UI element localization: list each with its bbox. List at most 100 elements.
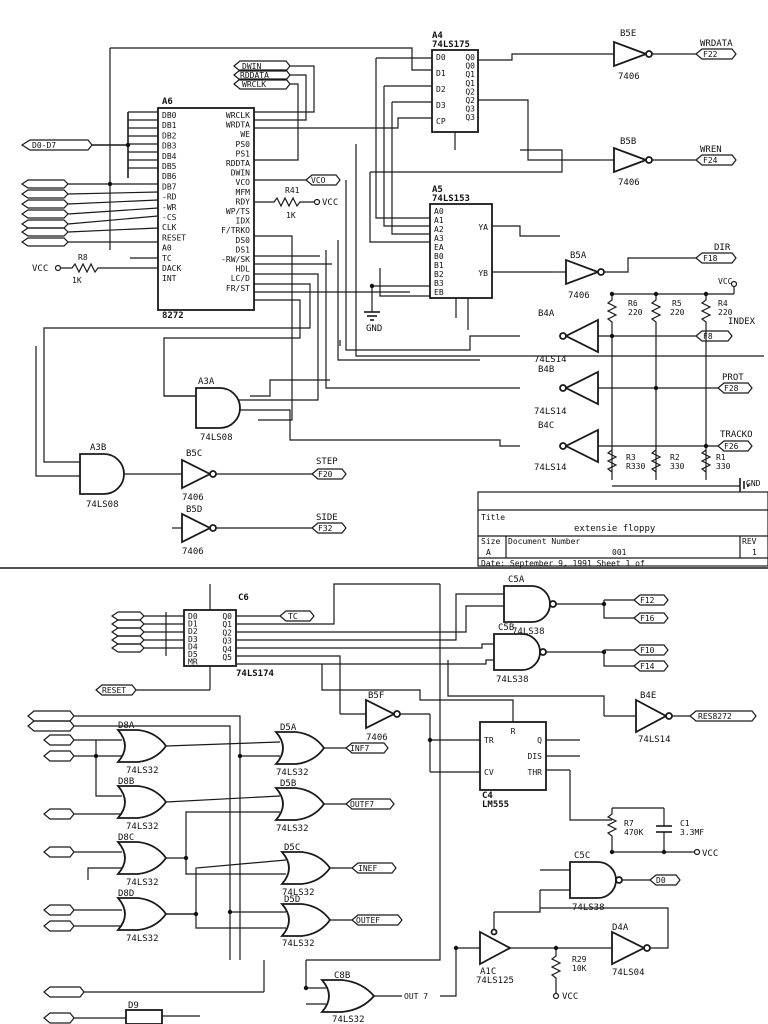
pin-label: D2 bbox=[188, 627, 198, 636]
gate-a1c: A1C 74LS125 bbox=[456, 890, 612, 986]
gate-b4a: B4A 74LS14 F8 INDEX bbox=[534, 309, 756, 365]
pin-label: D5 bbox=[188, 650, 198, 659]
junction-dot bbox=[553, 945, 559, 951]
gate-d8b: D8B 74LS32 bbox=[116, 777, 168, 832]
pin-label: Q1 bbox=[465, 70, 475, 79]
gate-b4e: B4E 74LS14 RES8272 bbox=[604, 691, 757, 745]
gate-a3a: A3A 74LS08 bbox=[164, 377, 258, 443]
r4-ref: R4 bbox=[718, 299, 728, 308]
r2-value: 330 bbox=[670, 462, 685, 471]
chip-c4-ref: C4 bbox=[482, 791, 493, 801]
chip-a5-ref: A5 bbox=[432, 185, 443, 195]
gate-b4a-part: 74LS14 bbox=[534, 355, 567, 365]
title-label: Title bbox=[481, 513, 505, 522]
gate-d5d-ref: D5D bbox=[284, 895, 300, 905]
side-pin: F32 bbox=[318, 524, 333, 533]
r8-vcc-label: VCC bbox=[32, 264, 48, 274]
gate-a3b-part: 74LS08 bbox=[86, 500, 119, 510]
pin-label: WP/TS bbox=[226, 207, 250, 216]
signal-dwin: DWIN bbox=[242, 62, 261, 71]
pin-label: CV bbox=[484, 768, 494, 777]
signal-wrclk: WRCLK bbox=[242, 80, 266, 89]
chip-a6-ref: A6 bbox=[162, 97, 173, 107]
gate-b4c-ref: B4C bbox=[538, 421, 554, 431]
gate-d8a: D8A 74LS32 bbox=[116, 721, 168, 776]
pin-label: TC bbox=[162, 254, 172, 263]
gate-b5f: B5F 7406 bbox=[340, 691, 430, 743]
reset-connector: RESET bbox=[95, 684, 210, 696]
pin-label: TR bbox=[484, 736, 494, 745]
junction-dot bbox=[93, 753, 99, 759]
pin-label: VCO bbox=[236, 178, 251, 187]
junction-dot bbox=[183, 855, 189, 861]
chip-a6-left-pins: DB0DB1DB2DB3DB4DB5DB6DB7-RD-WR-CSCLKRESE… bbox=[162, 111, 186, 283]
gate-c5b-part: 74LS38 bbox=[496, 675, 529, 685]
pin-label: D1 bbox=[188, 620, 198, 629]
pin-label: DB2 bbox=[162, 131, 177, 140]
pin-label: FR/ST bbox=[226, 284, 250, 293]
r1-value: 330 bbox=[716, 462, 731, 471]
junction-dot bbox=[601, 601, 607, 607]
top-vcc-label: VCC bbox=[718, 277, 733, 286]
r6-value: 220 bbox=[628, 308, 643, 317]
pin-label: -WR bbox=[162, 203, 177, 212]
bus-d0-d7: D0-D7 bbox=[20, 111, 158, 178]
junction-dot bbox=[453, 945, 459, 951]
chip-a6-part: 8272 bbox=[162, 311, 184, 321]
pin-label: CLK bbox=[162, 223, 177, 232]
gate-b4b-ref: B4B bbox=[538, 365, 554, 375]
gate-b5e: B5E 7406 F22 WRDATA bbox=[613, 29, 737, 82]
signal-f16: F16 bbox=[640, 614, 655, 623]
pin-label: D1 bbox=[436, 69, 446, 78]
chip-d9: D9 bbox=[43, 986, 264, 1024]
gate-d8d-ref: D8D bbox=[118, 889, 134, 899]
chip-a4-part: 74LS175 bbox=[432, 40, 470, 50]
junction-dot bbox=[427, 737, 433, 743]
dir-pin: F18 bbox=[703, 254, 718, 263]
gate-d5c: D5C 74LS32 INEF bbox=[280, 843, 397, 898]
r1-ref: R1 bbox=[716, 453, 726, 462]
gate-d4a-ref: D4A bbox=[612, 923, 629, 933]
gate-c5c: C5C 74LS38 D0 bbox=[540, 851, 681, 913]
gate-b4b: B4B 74LS14 F28 PROT bbox=[534, 365, 753, 417]
r5-ref: R5 bbox=[672, 299, 682, 308]
signal-out7: OUT 7 bbox=[404, 992, 428, 1001]
pin-label: Q3 bbox=[465, 105, 475, 114]
pin-label: INT bbox=[162, 274, 177, 283]
chip-a6-right-pins: WRCLKWRDTAWEPS0PS1RDDTADWINVCOMFMRDYWP/T… bbox=[221, 111, 250, 293]
a6-control-inputs bbox=[20, 176, 159, 250]
gate-d5b-part: 74LS32 bbox=[276, 824, 309, 834]
pin-label: YB bbox=[478, 269, 488, 278]
signal-vco: VCO bbox=[311, 176, 326, 185]
pin-label: THR bbox=[528, 768, 543, 777]
gate-b5f-part: 7406 bbox=[366, 733, 388, 743]
signal-outf7: OUTF7 bbox=[350, 800, 374, 809]
pin-label: RESET bbox=[162, 233, 186, 242]
bus-d0-d7-label: D0-D7 bbox=[32, 141, 56, 150]
gate-b5a: B5A 7406 F18 DIR bbox=[552, 243, 737, 301]
step-pin: F20 bbox=[318, 470, 333, 479]
gate-b5e-ref: B5E bbox=[620, 29, 636, 39]
pin-label: CP bbox=[436, 117, 446, 126]
gate-d8d: D8D 74LS32 bbox=[116, 889, 168, 944]
gate-c5b-ref: C5B bbox=[498, 623, 514, 633]
tc-connector: TC bbox=[236, 610, 315, 622]
gate-d8c: D8C 74LS32 bbox=[116, 833, 168, 888]
chip-a4-ref: A4 bbox=[432, 31, 443, 41]
gate-d8d-part: 74LS32 bbox=[126, 934, 159, 944]
pin-label: A1 bbox=[434, 216, 444, 225]
pin-label: WE bbox=[240, 130, 250, 139]
pin-label: -CS bbox=[162, 213, 177, 222]
gate-b4e-ref: B4E bbox=[640, 691, 656, 701]
pin-label: R bbox=[511, 727, 516, 736]
gate-d8c-ref: D8C bbox=[118, 833, 134, 843]
r29: R29 10K VCC bbox=[550, 948, 587, 1002]
chip-c6-ref: C6 bbox=[238, 593, 249, 603]
gate-a3a-part: 74LS08 bbox=[200, 433, 233, 443]
pin-label: MR bbox=[188, 658, 198, 667]
gate-b4a-ref: B4A bbox=[538, 309, 555, 319]
